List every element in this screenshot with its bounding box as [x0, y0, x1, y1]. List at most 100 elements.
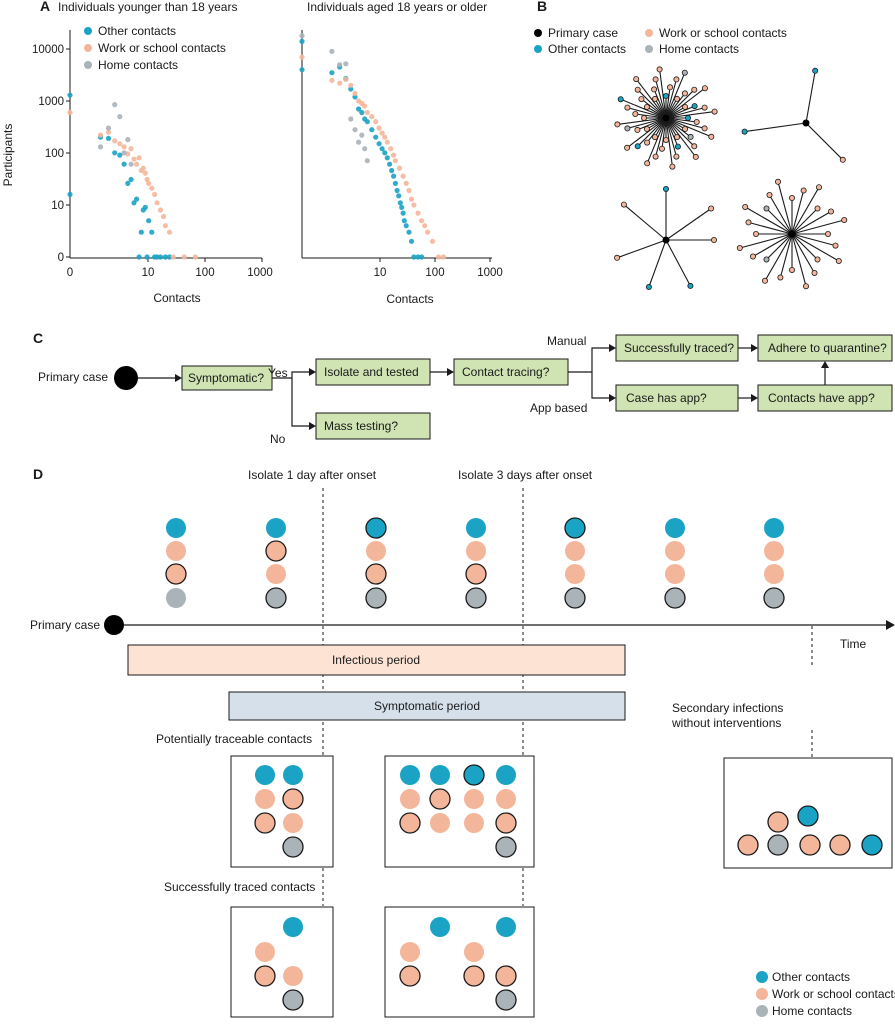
box-symptomatic-text: Symptomatic? [188, 371, 264, 385]
point-other [391, 173, 397, 179]
point-other [149, 229, 155, 235]
primary-case-node [802, 119, 810, 127]
work-contact-circle [466, 541, 486, 561]
panel-b-label: B [537, 0, 547, 14]
work-contact-circle [255, 942, 275, 962]
left-x-tick-1000: 1000 [247, 267, 273, 279]
network-edge [665, 79, 677, 119]
point-work [362, 103, 368, 109]
other-contact-circle [797, 805, 819, 827]
work-contact-circle [764, 564, 784, 584]
work-contact-circle [465, 563, 487, 585]
point-work [167, 229, 173, 235]
legend-primary-label: Primary case [548, 26, 618, 40]
network-edge [665, 72, 686, 119]
point-home [299, 33, 305, 39]
point-work [170, 254, 176, 260]
home-contact-circle [282, 989, 304, 1011]
point-work [142, 170, 148, 176]
box-isolate [315, 358, 431, 386]
point-work [117, 141, 123, 147]
point-other [67, 191, 73, 197]
work-contact-node [775, 178, 782, 185]
point-other [364, 119, 370, 125]
point-work [392, 158, 398, 164]
network-edge [665, 117, 679, 147]
primary-case-node [788, 230, 796, 238]
network-edge [769, 194, 793, 235]
legend-home-marker [84, 61, 92, 69]
point-work [419, 218, 425, 224]
work-contact-node [644, 139, 651, 146]
work-contact-node [633, 76, 640, 83]
network-edge [665, 117, 695, 147]
point-other [359, 109, 365, 116]
other-contact-circle [255, 765, 275, 785]
point-other [146, 218, 152, 224]
point-work [348, 82, 354, 88]
network-edge [791, 219, 845, 235]
point-work [146, 180, 152, 186]
box-mass-testing-text: Mass testing? [324, 419, 398, 433]
point-work [384, 139, 390, 145]
box-mass-testing [315, 412, 431, 440]
point-work [391, 152, 397, 158]
point-other [397, 200, 403, 206]
point-work [329, 77, 335, 83]
network-edge [791, 233, 807, 287]
y-tick-10: 10 [51, 200, 64, 212]
point-work [373, 119, 379, 125]
work-contact-node [652, 153, 659, 160]
work-contact-circle [399, 812, 421, 834]
work-contact-circle [799, 834, 821, 856]
primary-case-node [662, 236, 670, 244]
network-edge [661, 117, 667, 149]
point-home [359, 132, 365, 138]
legend-d-other-label: Other contacts [772, 970, 850, 984]
network-edge [665, 117, 691, 138]
work-contact-node [832, 242, 839, 249]
work-contact-node [651, 86, 658, 93]
home-contact-node [624, 125, 631, 132]
y-tick-10000: 10000 [32, 44, 64, 56]
home-contact-circle [495, 989, 517, 1011]
work-contact-circle [265, 540, 287, 562]
work-contact-node [641, 115, 648, 122]
work-contact-node [624, 104, 631, 111]
network-edge [791, 186, 820, 235]
work-contact-node [656, 66, 663, 73]
point-work [154, 200, 160, 206]
work-contact-node [674, 95, 681, 102]
point-other [112, 150, 118, 156]
work-contact-node [691, 143, 698, 150]
other-contact-node [663, 185, 670, 192]
point-work [343, 76, 349, 82]
point-work [105, 129, 112, 135]
point-other [128, 176, 134, 183]
scatter-left-plot [67, 92, 198, 260]
other-contact-node [741, 128, 748, 135]
other-contact-node [812, 67, 819, 74]
other-contact-node [617, 96, 624, 103]
work-contact-node [681, 90, 688, 97]
point-other [379, 146, 385, 152]
work-contact-circle [430, 813, 450, 833]
work-contact-node [828, 208, 835, 215]
right-x-tick-1000: 1000 [477, 267, 503, 279]
point-work [192, 254, 198, 260]
point-other [389, 167, 395, 174]
work-contact-node [753, 230, 760, 237]
work-contact-node [643, 104, 650, 111]
traced-box-1 [230, 906, 334, 1018]
point-other [415, 254, 421, 260]
network-edge [665, 117, 712, 138]
work-contact-node [652, 76, 659, 83]
legend-d-home-marker [756, 1005, 768, 1017]
panel-a-right-axes [301, 30, 492, 262]
y-tick-1000: 1000 [38, 96, 64, 108]
right-x-tick-10: 10 [374, 267, 387, 279]
point-work [140, 165, 146, 171]
legend-b-other-marker [534, 45, 542, 53]
box-contacts-app [757, 384, 893, 412]
